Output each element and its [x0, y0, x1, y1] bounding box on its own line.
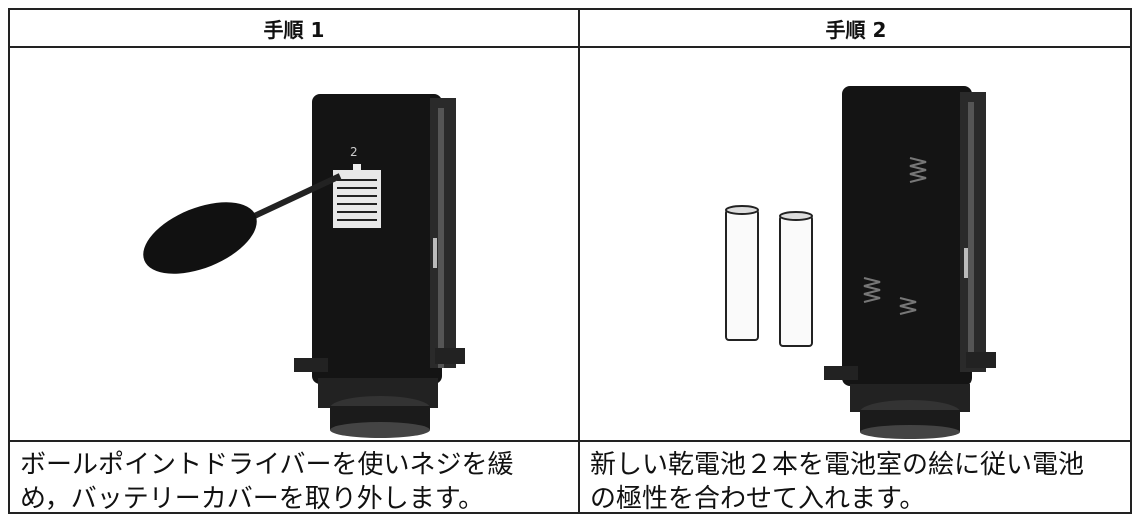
step2-caption-line1: 新しい乾電池２本を電池室の絵に従い電池: [590, 450, 1085, 480]
header-divider: [10, 46, 1130, 48]
step1-device-photo: 2: [10, 48, 578, 440]
column-divider: [578, 10, 580, 512]
step2-heading: 手順 2: [825, 17, 887, 42]
step1-caption-line1: ボールポイントドライバーを使いネジを緩: [20, 450, 514, 480]
svg-text:2: 2: [350, 145, 358, 159]
step2-device-photo: [580, 48, 1132, 440]
step1-caption: ボールポイントドライバーを使いネジを緩 め，バッテリーカバーを取り外します。: [10, 442, 578, 514]
step2-caption: 新しい乾電池２本を電池室の絵に従い電池 の極性を合わせて入れます。: [580, 442, 1132, 514]
instruction-table: 手順 1 手順 2: [8, 8, 1132, 514]
caption-divider: [10, 440, 1130, 442]
battery-icon: [725, 205, 813, 347]
step2-caption-line2: の極性を合わせて入れます。: [590, 484, 926, 514]
step1-caption-line2: め，バッテリーカバーを取り外します。: [20, 484, 485, 514]
step1-heading: 手順 1: [263, 17, 325, 42]
